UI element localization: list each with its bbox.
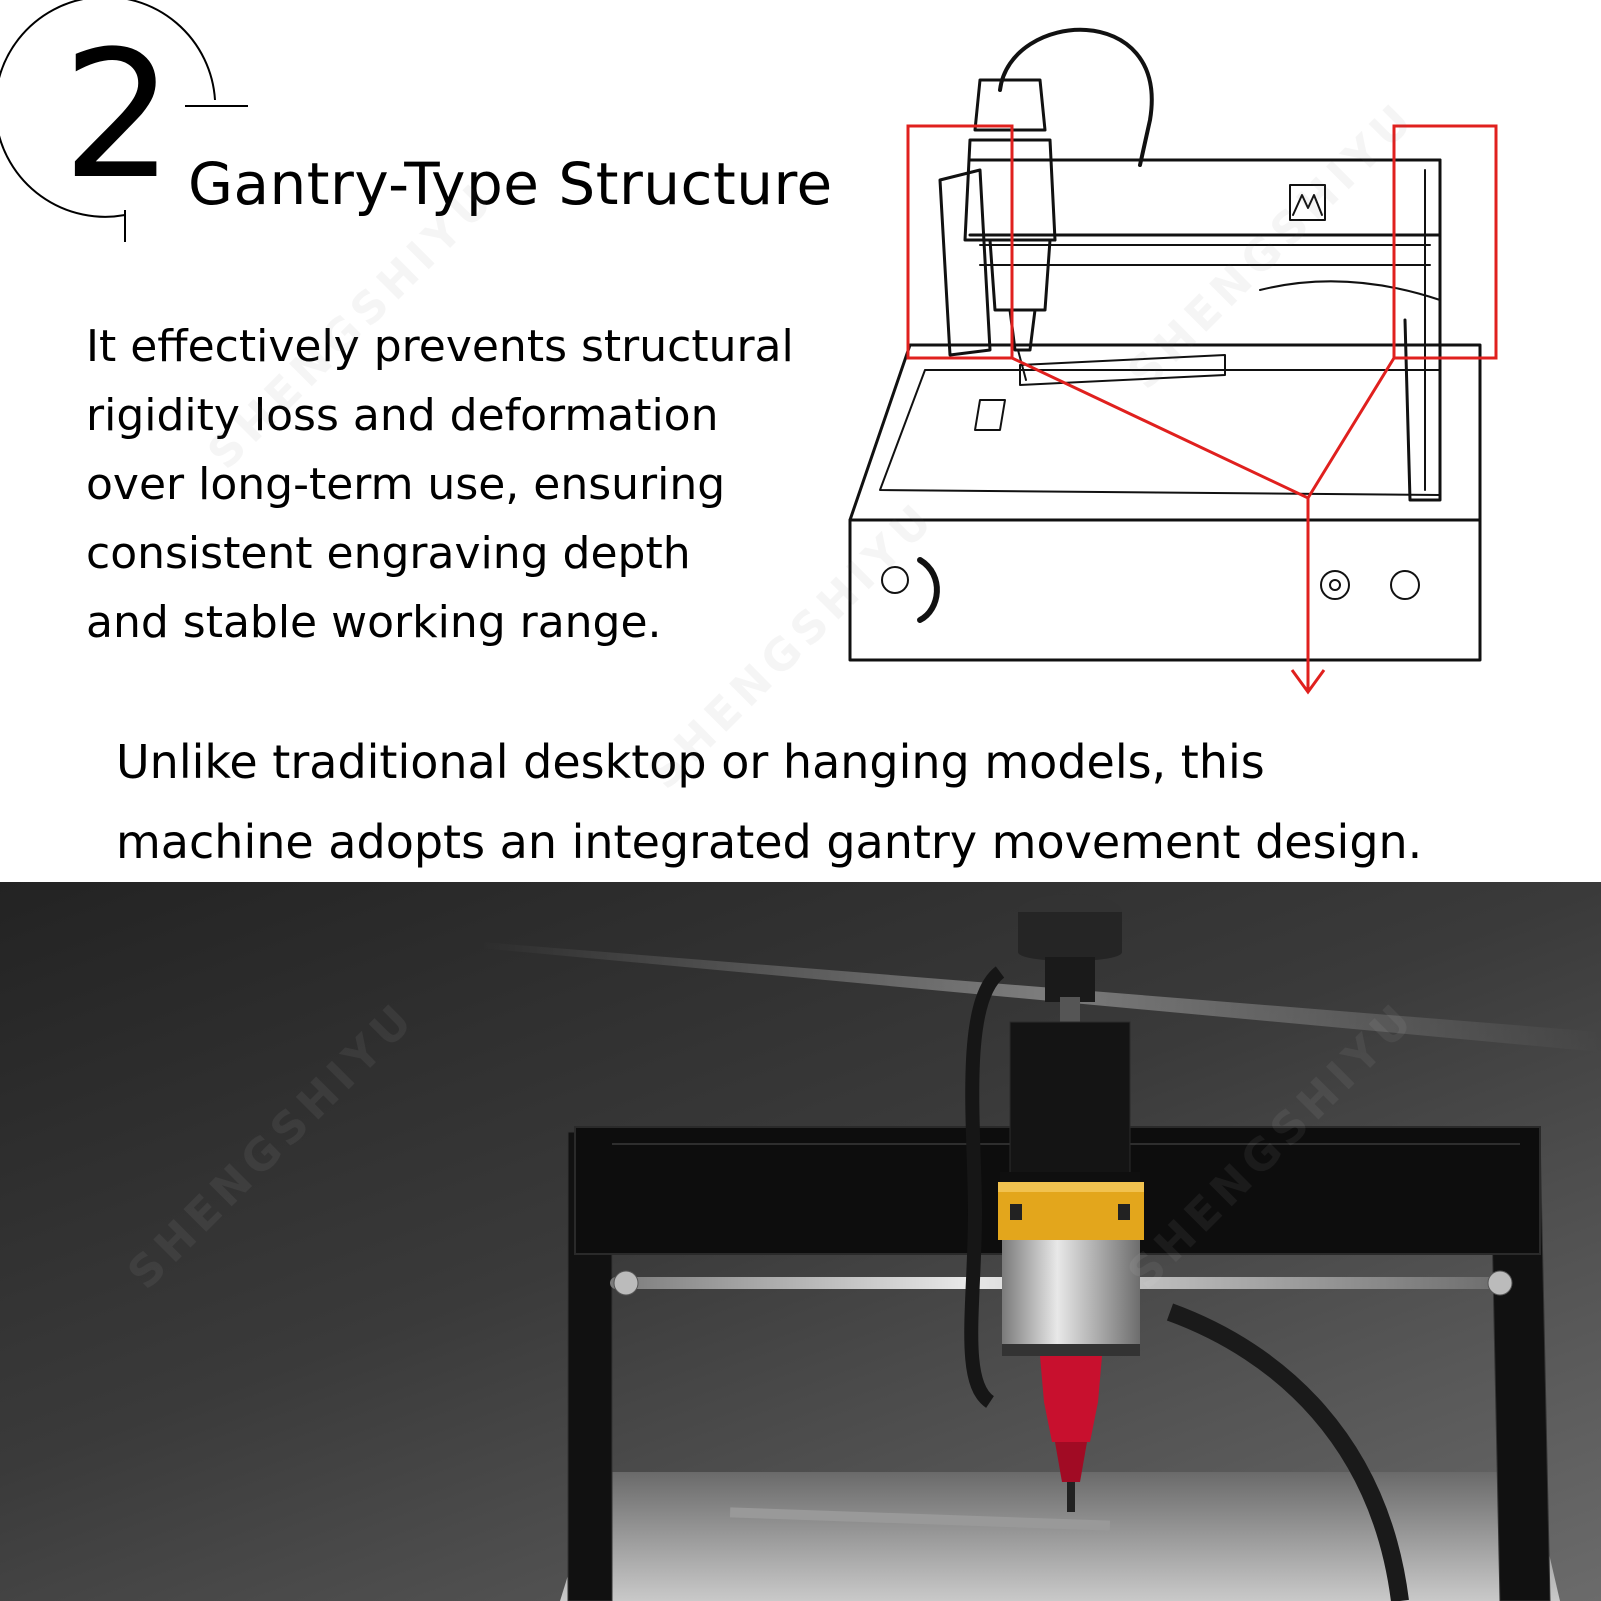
section-title: Gantry-Type Structure — [188, 150, 833, 218]
description-line: over long-term use, ensuring — [86, 459, 726, 510]
description-line: rigidity loss and deformation — [86, 390, 719, 441]
highlight-right-box — [1392, 124, 1498, 360]
description: It effectively prevents structural rigid… — [86, 312, 866, 657]
engraving-machine-illustration — [480, 894, 1601, 1601]
highlight-left-box — [906, 124, 1014, 360]
top-panel: 2 Gantry-Type Structure It effectively p… — [0, 0, 1498, 882]
machine-photo — [0, 882, 1601, 1601]
description-line: It effectively prevents structural — [86, 321, 794, 372]
description-line: consistent engraving depth — [86, 528, 691, 579]
caption-line: machine adopts an integrated gantry move… — [116, 815, 1423, 869]
section-number: 2 — [62, 13, 174, 218]
description-line: and stable working range. — [86, 597, 662, 648]
caption-line: Unlike traditional desktop or hanging mo… — [116, 735, 1265, 789]
machine-line-drawing — [848, 27, 1498, 695]
section-badge: 2 — [0, 0, 260, 250]
badge-circle-icon — [0, 0, 248, 242]
caption: Unlike traditional desktop or hanging mo… — [116, 722, 1422, 882]
